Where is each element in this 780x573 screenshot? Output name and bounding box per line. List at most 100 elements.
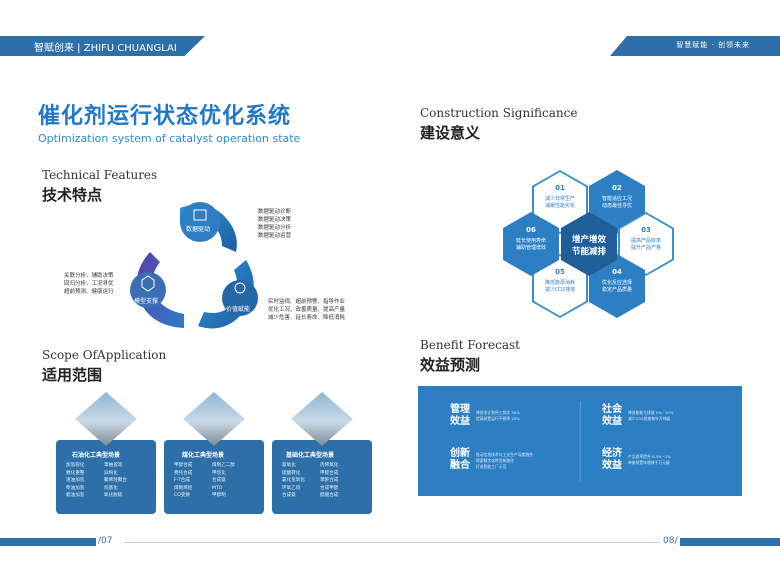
benefit-label-innovation: 创新 融合 [450, 448, 470, 471]
construction-heading-en: Construction Significance [420, 106, 578, 120]
technical-heading-en: Technical Features [42, 168, 158, 182]
scope-heading-cn: 适用范围 [42, 366, 103, 384]
list-item: 苯酐合成 [320, 478, 339, 483]
list-item: 实时监视、超前预警、指导作业 [268, 299, 346, 305]
technical-cycle-diagram [130, 202, 258, 329]
list-item: 减少危害、延长寿命、降低消耗 [268, 315, 346, 321]
header-right-text: 智慧赋能 · 创领未来 [676, 41, 750, 49]
cycle-label-value: 价值赋能 [226, 306, 251, 313]
footer-bar-left [0, 538, 96, 546]
card-title: 煤化工典型场景 [182, 452, 225, 459]
page-title: 催化剂运行状态优化系统 [38, 104, 292, 129]
list-item: 煤制烯烃 [174, 485, 193, 491]
cycle-label-model: 模型支撑 [134, 298, 159, 305]
card-title: 石油化工典型场景 [72, 452, 121, 459]
page-number-left: /07 [98, 536, 113, 546]
card-photo-coal-chemical [183, 392, 245, 446]
scope-card-basic-chemical [272, 440, 372, 514]
benefit-text-innovation: 推动信息技术与工业生产深度融合 探索数字化转型新路径 打造智能工厂示范 [476, 452, 533, 469]
page-subtitle: Optimization system of catalyst operatio… [38, 132, 301, 145]
scope-card-coal-chemical [164, 440, 264, 514]
list-item: MTO [212, 485, 223, 491]
header-left-text: 智赋创来 | ZHIFU CHUANGLAI [34, 43, 177, 54]
value-items-list: 实时监视、超前预警、指导作业 优化工况、改善质量、提高产量 减少危害、延长寿命、… [268, 298, 345, 322]
card-items-col-2: 煤制乙二醇 甲烷化 合成氨 MTO 甲醇制 [212, 462, 235, 500]
list-item: 聚烯烃聚合 [104, 478, 127, 483]
card-items-col-2: 丙烯氧化 甲醛合成 苯酐合成 合成甲醇 醋酸合成 [320, 462, 338, 500]
page-number-right: 08/ [663, 536, 678, 546]
scope-heading-en: Scope OfApplication [42, 348, 167, 362]
model-items-list: 关联分析、辅助决策 回归分析、工况寻优 超前预测、健康运行 [64, 272, 114, 296]
benefit-label-management: 管理 效益 [450, 404, 470, 427]
list-item: CO变换 [174, 493, 191, 498]
list-item: 醋酸合成 [320, 493, 339, 498]
monitor-icon [193, 209, 207, 221]
technical-heading-cn: 技术特点 [42, 186, 103, 204]
scope-card-petrochemical [56, 440, 156, 514]
data-items-list: 数据驱动诊断 数据驱动决策 数据驱动分析 数据驱动运营 [258, 208, 291, 240]
list-item: 异构化 [104, 470, 118, 476]
construction-heading-cn: 建设意义 [420, 124, 481, 142]
list-item: 氧化脱硫 [104, 493, 123, 498]
card-items-col-1: 氨氧化 硫酸转化 氯化氢氧化 环氧乙烷 合成氨 [282, 462, 305, 500]
benefit-heading-en: Benefit Forecast [420, 338, 520, 352]
card-items-col-2: 苯抽提等 异构化 聚烯烃聚合 烷基化 氧化脱硫 [104, 462, 127, 500]
list-item: 超前预测、健康运行 [64, 289, 114, 295]
benefit-divider [580, 401, 581, 481]
header-bar-left: 智赋创来 | ZHIFU CHUANGLAI [0, 36, 205, 56]
list-item: 丙烯氧化 [320, 463, 339, 468]
footer-rule-left [124, 542, 394, 543]
center-line-1: 增产增效 [571, 235, 606, 245]
cycle-label-data: 数据驱动 [186, 226, 211, 233]
benefit-text-management: 降低非计划停工频次 30% 提高装置运行平稳率 25% [476, 410, 520, 421]
list-item: F-T合成 [174, 478, 190, 483]
benefit-label-economic: 经济 效益 [602, 448, 622, 471]
list-item: 催化重整 [66, 470, 85, 476]
list-item: 甲醇制 [212, 493, 226, 498]
list-item: 优化工况、改善质量、提高产量 [268, 307, 346, 313]
list-item: 甲烷化 [212, 470, 226, 476]
list-item: 费托合成 [174, 470, 193, 476]
header-bar-right: 智慧赋能 · 创领未来 [610, 36, 780, 56]
footer-rule-right [390, 542, 660, 543]
list-item: 数据驱动运营 [258, 233, 292, 239]
list-item: 合成氨 [212, 478, 226, 483]
list-item: 关联分析、辅助决策 [64, 273, 114, 279]
list-item: 数据驱动诊断 [258, 209, 292, 215]
list-item: 渣油加氢 [66, 478, 85, 483]
cube-icon [141, 275, 155, 292]
card-title: 基础化工典型场景 [286, 452, 335, 459]
list-item: 回归分析、工况寻优 [64, 281, 114, 287]
list-item: 合成氨 [282, 493, 296, 498]
benefit-heading-cn: 效益预测 [420, 356, 481, 374]
cycle-node-data [180, 202, 220, 242]
list-item: 氯化氢氧化 [282, 478, 305, 483]
center-line-2: 节能减排 [571, 247, 606, 257]
list-item: 加氢裂化 [66, 463, 85, 468]
list-item: 数据驱动分析 [258, 225, 292, 231]
card-photo-petrochemical [75, 392, 137, 446]
cycle-arrow-left [136, 252, 184, 328]
list-item: 氨氧化 [282, 463, 296, 468]
list-item: 合成甲醇 [320, 485, 339, 491]
cycle-node-model [130, 272, 166, 308]
list-item: 煤制乙二醇 [212, 463, 235, 468]
list-item: 蜡油加氢 [66, 493, 85, 498]
cycle-node-value [222, 280, 258, 316]
list-item: 苯抽提等 [104, 463, 123, 468]
list-item: 烷基化 [104, 485, 118, 491]
list-item: 环氧乙烷 [282, 485, 301, 491]
benefit-label-social: 社会 效益 [602, 404, 622, 427]
coin-icon [234, 282, 246, 294]
benefit-text-social: 降低能耗与排放 5%~10% 减少CO2排放每年万吨级 [628, 410, 674, 421]
list-item: 甲醛合成 [320, 470, 339, 476]
list-item: 柴油加氢 [66, 485, 85, 491]
card-items-col-1: 加氢裂化 催化重整 渣油加氢 柴油加氢 蜡油加氢 [66, 462, 84, 500]
list-item: 甲醇合成 [174, 463, 193, 468]
list-item: 数据驱动决策 [258, 217, 292, 223]
benefit-text-economic: 产品收率提升 0.5%~2% 单套装置年增效千万元级 [628, 454, 671, 465]
card-photo-basic-chemical [291, 392, 353, 446]
list-item: 硫酸转化 [282, 470, 301, 476]
card-items-col-1: 甲醇合成 费托合成 F-T合成 煤制烯烃 CO变换 [174, 462, 192, 500]
footer-bar-right [680, 538, 780, 546]
